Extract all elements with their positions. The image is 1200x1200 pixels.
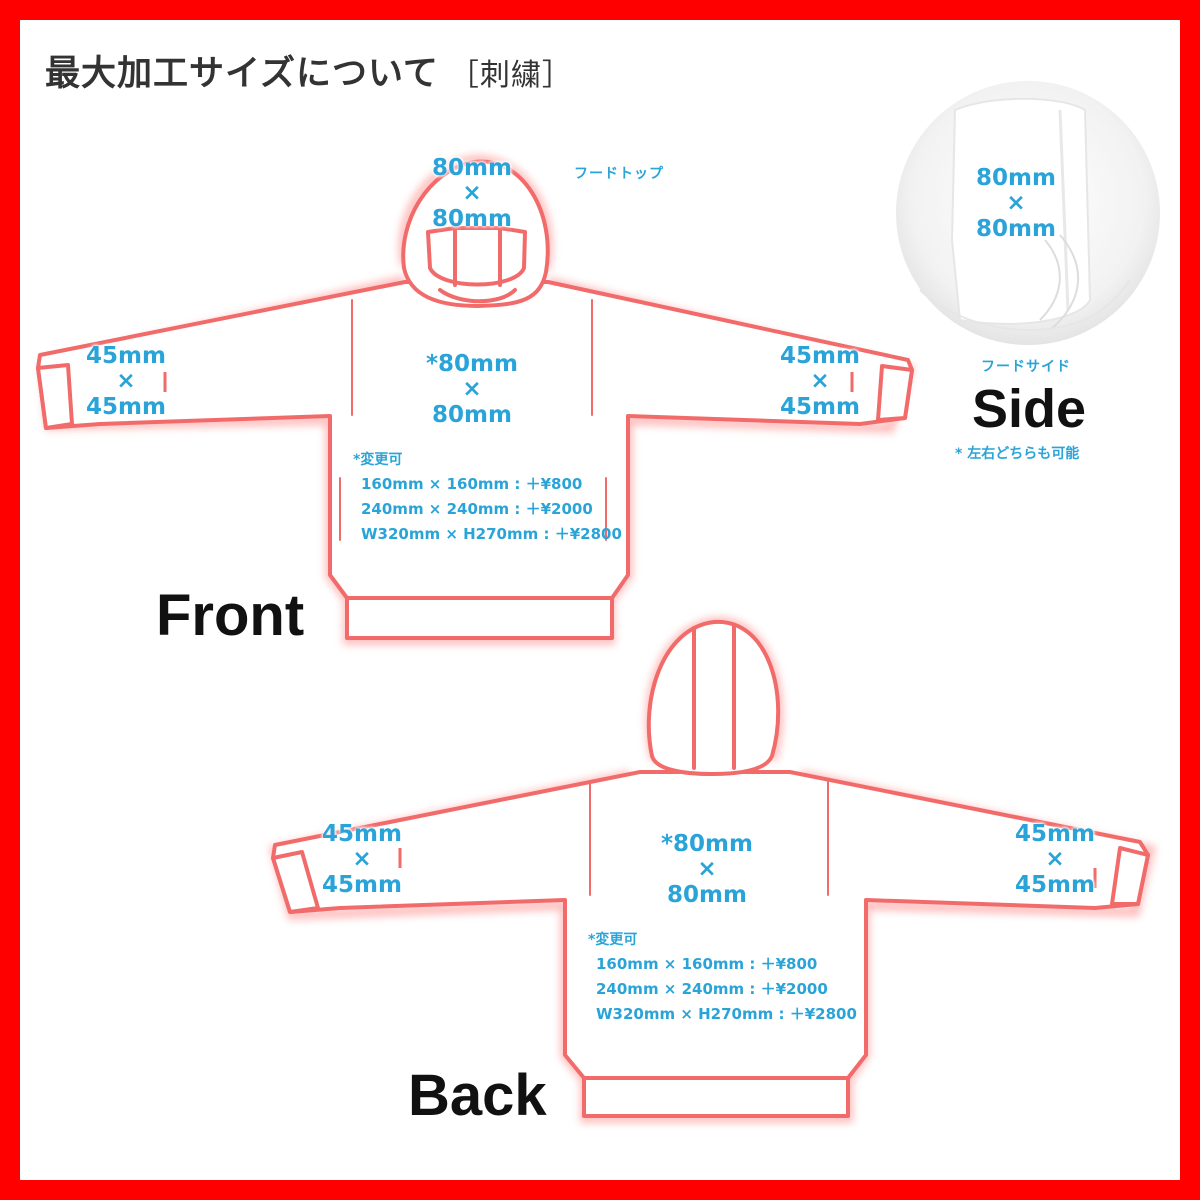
- back-right-sleeve-size-label: 45mm × 45mm: [1015, 821, 1095, 898]
- page-title: 最大加工サイズについて ［刺繍］: [45, 45, 573, 96]
- front-option-row: W320mm × H270mm : ＋¥2800: [361, 525, 622, 543]
- front-options-head: *変更可: [353, 452, 403, 468]
- back-option-row: 240mm × 240mm : ＋¥2000: [596, 980, 828, 998]
- side-caption: フードサイド: [981, 359, 1071, 375]
- title-bracket: ［刺繍］: [448, 58, 573, 93]
- back-options-head: *変更可: [588, 932, 638, 948]
- back-hoodie: [268, 616, 1157, 1123]
- front-left-sleeve-size-label: 45mm × 45mm: [86, 343, 166, 420]
- front-view-label: Front: [156, 583, 305, 648]
- back-option-row: W320mm × H270mm : ＋¥2800: [596, 1005, 857, 1023]
- back-option-row: 160mm × 160mm : ＋¥800: [596, 955, 818, 973]
- front-right-sleeve-size-label: 45mm × 45mm: [780, 343, 860, 420]
- side-view-label: Side: [972, 379, 1087, 439]
- front-hoodie: [36, 154, 915, 645]
- front-option-row: 160mm × 160mm : ＋¥800: [361, 475, 583, 493]
- front-hood-top-caption: フードトップ: [574, 166, 664, 182]
- back-view-label: Back: [408, 1063, 547, 1128]
- front-chest-size-label: *80mm × 80mm: [426, 351, 518, 428]
- side-hood-size-label: 80mm × 80mm: [976, 165, 1056, 242]
- back-size-options: *変更可 160mm × 160mm : ＋¥800 240mm × 240mm…: [588, 930, 857, 1027]
- front-hood-size-label: 80mm × 80mm: [432, 155, 512, 232]
- side-view-photo: [896, 81, 1160, 345]
- title-text: 最大加工サイズについて: [45, 54, 439, 94]
- back-left-sleeve-size-label: 45mm × 45mm: [322, 821, 402, 898]
- front-size-options: *変更可 160mm × 160mm : ＋¥800 240mm × 240mm…: [353, 450, 622, 547]
- back-chest-size-label: *80mm × 80mm: [661, 831, 753, 908]
- front-option-row: 240mm × 240mm : ＋¥2000: [361, 500, 593, 518]
- side-note: * 左右どちらも可能: [955, 446, 1080, 462]
